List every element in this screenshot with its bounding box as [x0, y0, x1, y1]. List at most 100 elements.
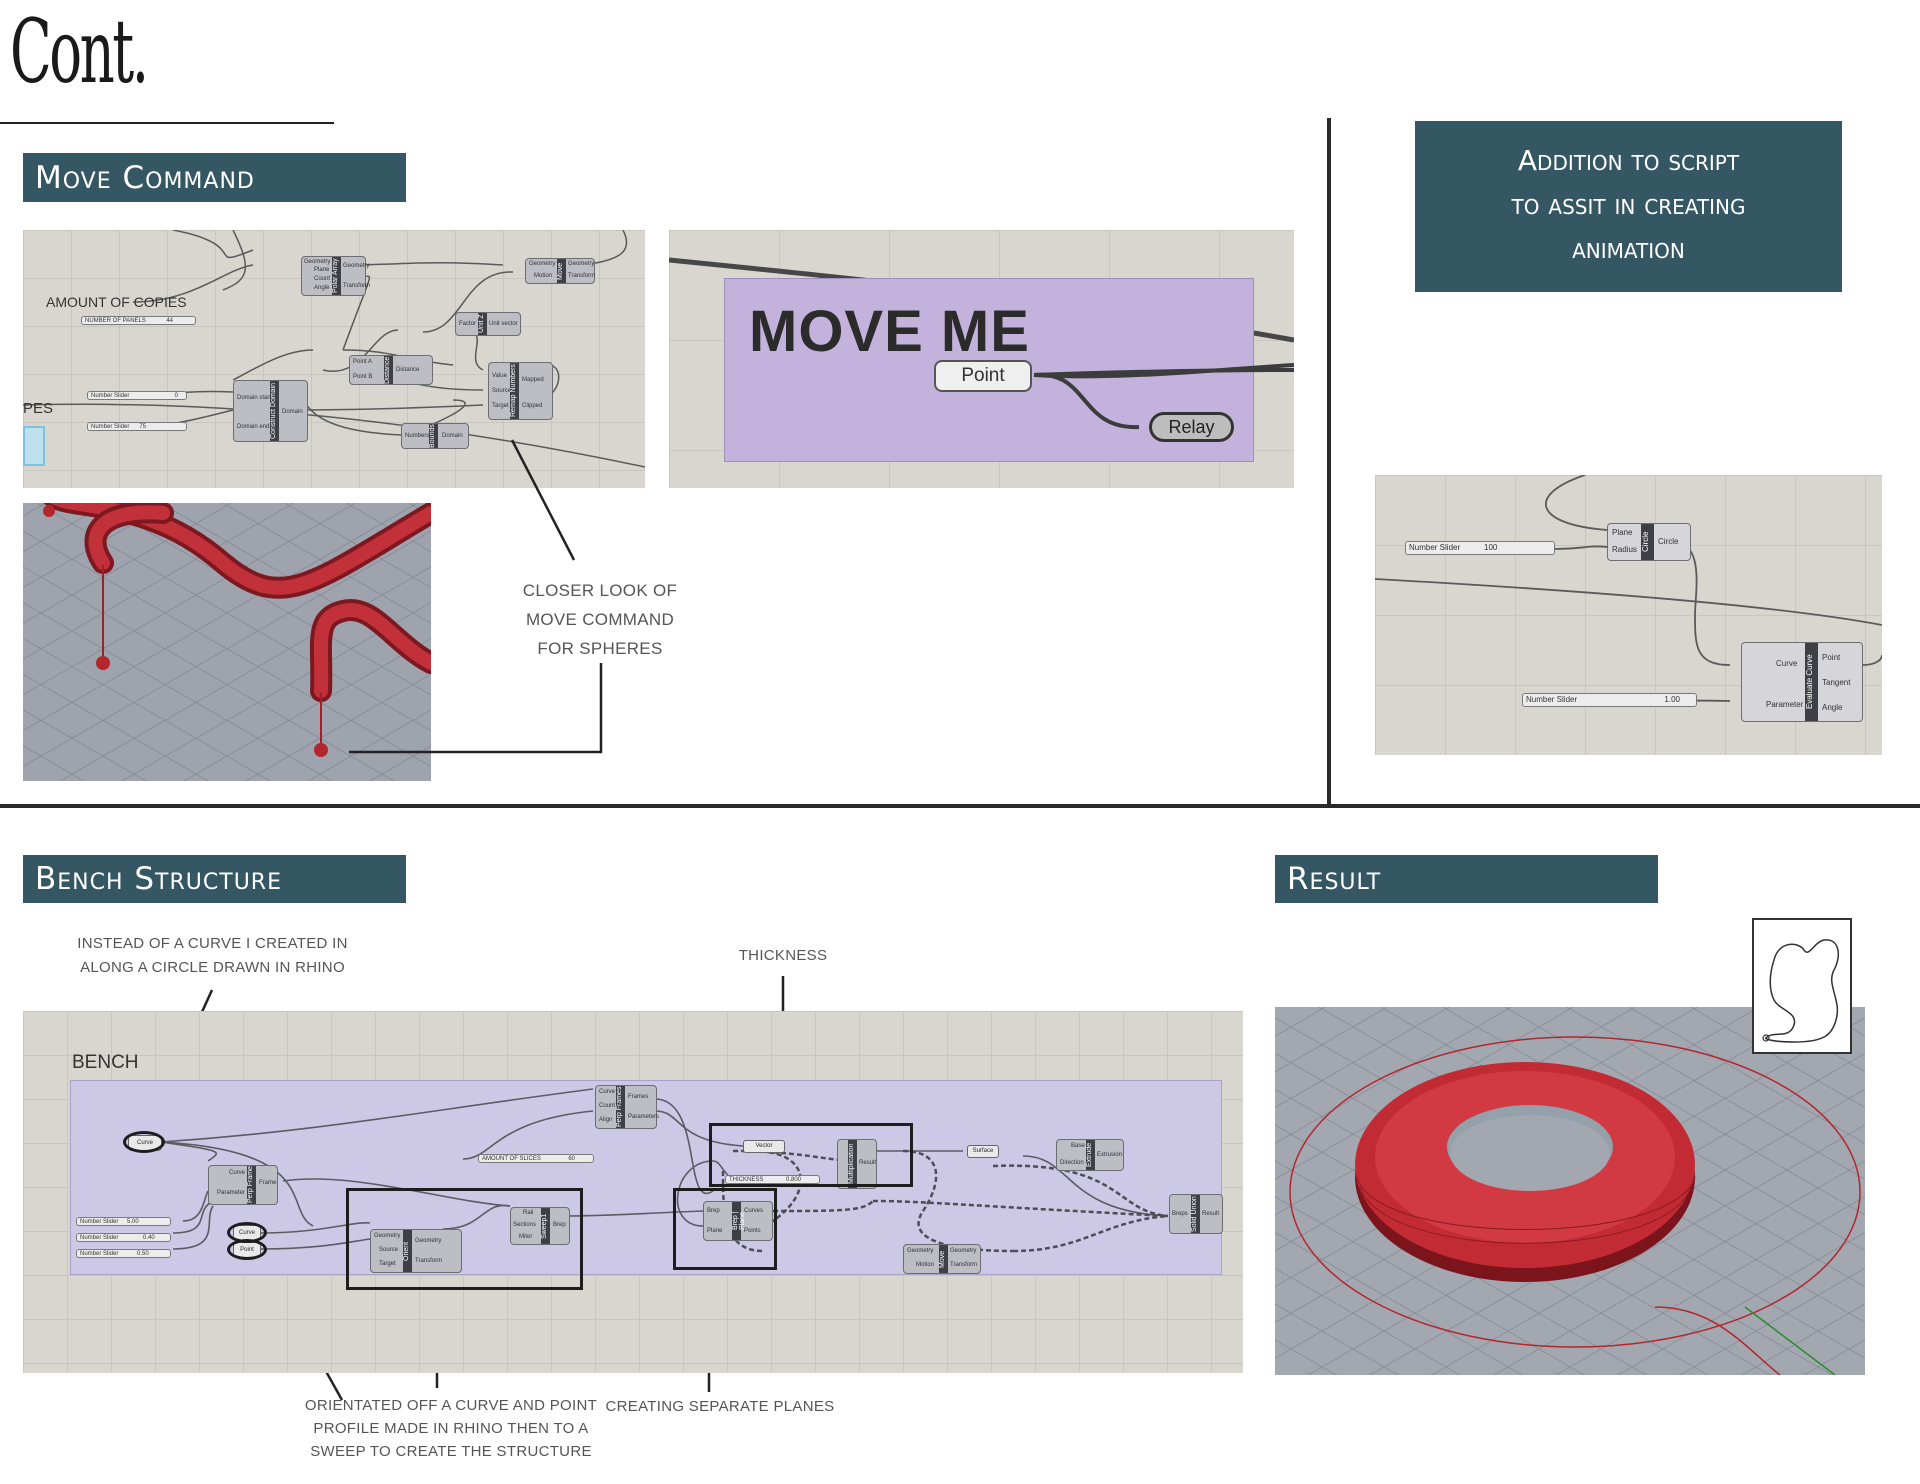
bench-slider-3[interactable]: Number Slider 0.50 [76, 1249, 171, 1258]
ec-name: Evaluate Curve [1805, 643, 1818, 721]
circle-output: Circle [1658, 537, 1679, 546]
cropped-group [23, 426, 45, 466]
polar-array-component[interactable]: Geometry Plane Count Angle Polar Array G… [301, 256, 370, 296]
bench-slider-3-name: Number Slider [80, 1251, 119, 1257]
move-input-geometry: Geometry [529, 261, 556, 267]
polar-input-angle: Angle [314, 285, 330, 291]
addition-line-2: to assit in creating [1511, 188, 1746, 221]
circle-component[interactable]: Plane Radius Circle Circle [1607, 523, 1691, 561]
highlight-curve-ellipse [123, 1131, 165, 1153]
domain-slider-a[interactable]: Number Slider 0 [87, 391, 187, 400]
move-component[interactable]: Geometry Motion Move Geometry Transform [525, 258, 595, 284]
cd-input-end: Domain end [237, 424, 270, 430]
animation-canvas: Plane Radius Circle Circle Number Slider… [1375, 475, 1882, 755]
vertical-divider [1327, 118, 1331, 805]
su-output: Result [1202, 1211, 1220, 1217]
addition-line-3: animation [1572, 232, 1685, 265]
pes-label: PES [23, 400, 54, 417]
move-me-closeup: MOVE ME Point Relay [669, 230, 1294, 488]
highlight-point-ellipse [227, 1239, 267, 1260]
radius-slider-name: Number Slider [1409, 543, 1461, 552]
section-header-move-command: Move Command [23, 153, 406, 202]
section-header-bench-structure: Bench Structure [23, 855, 406, 903]
animation-wires [1375, 475, 1882, 702]
copies-slider-name: NUMBER OF PANELS [85, 318, 146, 324]
bench-slider-2[interactable]: Number Slider 0.40 [76, 1233, 171, 1242]
distance-input-b: Point B [353, 374, 373, 380]
sweep-component[interactable]: Rail Sections Miter Sweep1 Brep [510, 1207, 570, 1245]
orientated-line-2: PROFILE MADE IN RHINO THEN TO A [313, 1420, 589, 1437]
thickness-slider-value: 0.800 [785, 1177, 801, 1183]
radius-slider[interactable]: Number Slider 100 [1405, 541, 1555, 555]
distance-input-a: Point A [353, 359, 373, 365]
pf2-input-parameter: Parameter [217, 1190, 246, 1196]
point-param[interactable]: Point [934, 360, 1032, 392]
bounds-output: Domain [442, 433, 463, 439]
polar-output-transform: Transform [343, 283, 371, 289]
vector-param[interactable]: Vector [743, 1140, 785, 1153]
orientated-line-1: ORIENTATED OFF A CURVE AND POINT [304, 1397, 598, 1414]
pf-input-curve: Curve [599, 1089, 616, 1095]
closer-look-line-2: MOVE COMMAND [525, 610, 675, 629]
circle-name: Circle [1641, 524, 1654, 560]
thickness-slider[interactable]: THICKNESS 0.800 [725, 1175, 820, 1184]
orient-output-geometry: Geometry [415, 1238, 442, 1244]
circle-input-radius: Radius [1612, 545, 1637, 554]
domain-slider-a-name: Number Slider [91, 393, 130, 399]
perp-frames-component[interactable]: Curve Count Align Perp Frames Frames Par… [595, 1085, 659, 1129]
multiplication-component[interactable]: Multiplication Result [837, 1139, 877, 1189]
sphere-viewport [23, 503, 431, 781]
title-underline [0, 122, 334, 124]
instead-of-curve-note: INSTEAD OF A CURVE I CREATED IN ALONG A … [60, 932, 365, 980]
highlight-thickness [709, 1123, 913, 1187]
mult-output: Result [859, 1160, 877, 1166]
separate-planes-note: CREATING SEPARATE PLANES [605, 1398, 835, 1415]
extrude-component[interactable]: Base Direction Extrude Extrusion [1056, 1139, 1124, 1171]
orient-input-source: Source [379, 1247, 399, 1253]
orient-component[interactable]: Geometry Source Target Orient Geometry T… [370, 1229, 462, 1273]
distance-component[interactable]: Point A Point B Distance Distance [349, 355, 433, 385]
surface-param[interactable]: Surface [967, 1145, 999, 1158]
bench-slider-1-value: 5.00 [127, 1219, 139, 1225]
sweep-input-rail: Rail [523, 1210, 534, 1216]
highlight-brep-plane [673, 1188, 777, 1270]
parameter-slider[interactable]: Number Slider 1.00 [1522, 693, 1697, 707]
cd-name: Construct Domain [270, 381, 279, 441]
copies-slider[interactable]: NUMBER OF PANELS 44 [81, 316, 196, 325]
domain-slider-b-value: 75 [139, 424, 146, 430]
domain-slider-b[interactable]: Number Slider 75 [87, 422, 187, 431]
pf2-input-curve: Curve [229, 1170, 246, 1176]
distance-name: Distance [384, 356, 393, 384]
remap-input-value: Value [492, 373, 507, 379]
result-viewport [1275, 1007, 1865, 1375]
perp-frame-component[interactable]: Curve Parameter Perp Frame Frame [208, 1165, 278, 1205]
evaluate-curve-component[interactable]: Curve Parameter Evaluate Curve Point Tan… [1741, 642, 1863, 722]
closer-look-line-1: CLOSER LOOK OF [522, 581, 678, 600]
ring-render [1289, 1036, 1861, 1375]
unit-z-input: Factor [459, 321, 477, 327]
unit-z-component[interactable]: Factor Unit Z Unit vector [455, 312, 521, 336]
solid-union-component[interactable]: Breps Solid Union Result [1169, 1194, 1223, 1234]
unit-z-output: Unit vector [489, 321, 518, 327]
parameter-slider-name: Number Slider [1526, 695, 1578, 704]
construct-domain-component[interactable]: Domain start Domain end Construct Domain… [233, 380, 308, 442]
brep-plane-component[interactable]: Brep Plane Brep | Plane Curves Points [703, 1201, 773, 1241]
bounds-component[interactable]: Numbers Bounds Domain [401, 423, 469, 449]
closer-look-note: CLOSER LOOK OF MOVE COMMAND FOR SPHERES [500, 576, 700, 663]
slices-slider-value: 60 [568, 1156, 575, 1162]
tube-render [43, 503, 431, 757]
amount-of-copies-label: AMOUNT OF COPIES [46, 294, 187, 310]
distance-output: Distance [396, 367, 420, 373]
move2-component[interactable]: Geometry Motion Move Geometry Transform [903, 1244, 981, 1274]
move2-output-geometry: Geometry [950, 1248, 977, 1254]
bench-slider-2-name: Number Slider [80, 1235, 119, 1241]
orientated-line-3: SWEEP TO CREATE THE STRUCTURE [310, 1443, 592, 1460]
extrude-input-direction: Direction [1060, 1160, 1084, 1166]
slices-slider[interactable]: AMOUNT OF SLICES 60 [478, 1154, 594, 1163]
relay-node[interactable]: Relay [1149, 412, 1234, 442]
bench-slider-1[interactable]: Number Slider 5.00 [76, 1217, 171, 1226]
remap-name: Remap Numbers [510, 363, 519, 419]
remap-numbers-component[interactable]: Value Source Target Remap Numbers Mapped… [488, 362, 553, 420]
su-name: Solid Union [1191, 1195, 1200, 1233]
bp-input-plane: Plane [707, 1228, 723, 1234]
